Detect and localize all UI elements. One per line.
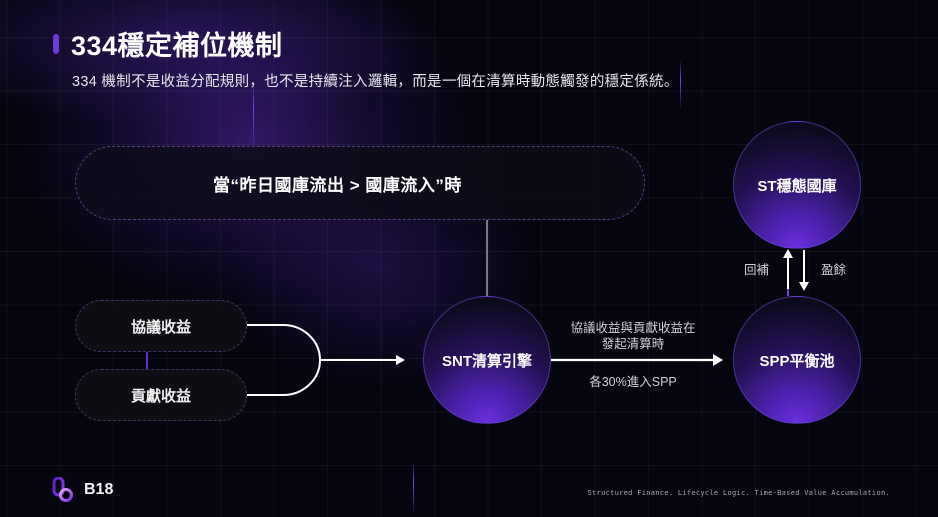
title-accent-bar xyxy=(53,33,59,54)
node-label: ST穩態國庫 xyxy=(757,177,837,195)
brand-logo: B18 xyxy=(52,477,113,503)
chain-link-icon xyxy=(52,477,73,502)
input-protocol-revenue: 協議收益 xyxy=(75,300,247,352)
node-label: SPP平衡池 xyxy=(759,352,835,370)
replenish-label: 回補 xyxy=(744,263,770,277)
accent-line xyxy=(253,80,254,152)
input-label: 貢獻收益 xyxy=(130,387,191,405)
edge-label-line1: 協議收益與貢獻收益在 xyxy=(570,321,696,335)
page-subtitle: 334 機制不是收益分配規則，也不是持續注入邏輯，而是一個在清算時動態觸發的穩定… xyxy=(72,74,679,90)
brand-name: B18 xyxy=(84,481,114,498)
accent-line xyxy=(680,60,681,110)
edge-label-bottom: 各30%進入SPP xyxy=(589,375,677,389)
input-label: 協議收益 xyxy=(130,318,191,336)
footer-tagline: Structured Finance. Lifecycle Logic. Tim… xyxy=(587,489,890,497)
node-label: SNT清算引擎 xyxy=(441,352,532,370)
surplus-label: 盈餘 xyxy=(821,263,847,277)
trigger-condition: 當“昨日國庫流出 > 國庫流入”時 xyxy=(75,146,645,220)
node-snt-engine: SNT清算引擎 xyxy=(423,296,551,424)
edge-label-top: 協議收益與貢獻收益在 發起清算時 xyxy=(548,320,718,352)
trigger-condition-text: 當“昨日國庫流出 > 國庫流入”時 xyxy=(213,175,462,195)
accent-line xyxy=(413,460,414,517)
edge-label-line2: 發起清算時 xyxy=(601,337,665,351)
page-header: 334穩定補位機制 xyxy=(53,24,283,63)
page-title: 334穩定補位機制 xyxy=(71,31,283,61)
node-spp-pool: SPP平衡池 xyxy=(733,296,861,424)
node-st-treasury: ST穩態國庫 xyxy=(733,121,861,249)
input-contribution-revenue: 貢獻收益 xyxy=(75,369,247,421)
